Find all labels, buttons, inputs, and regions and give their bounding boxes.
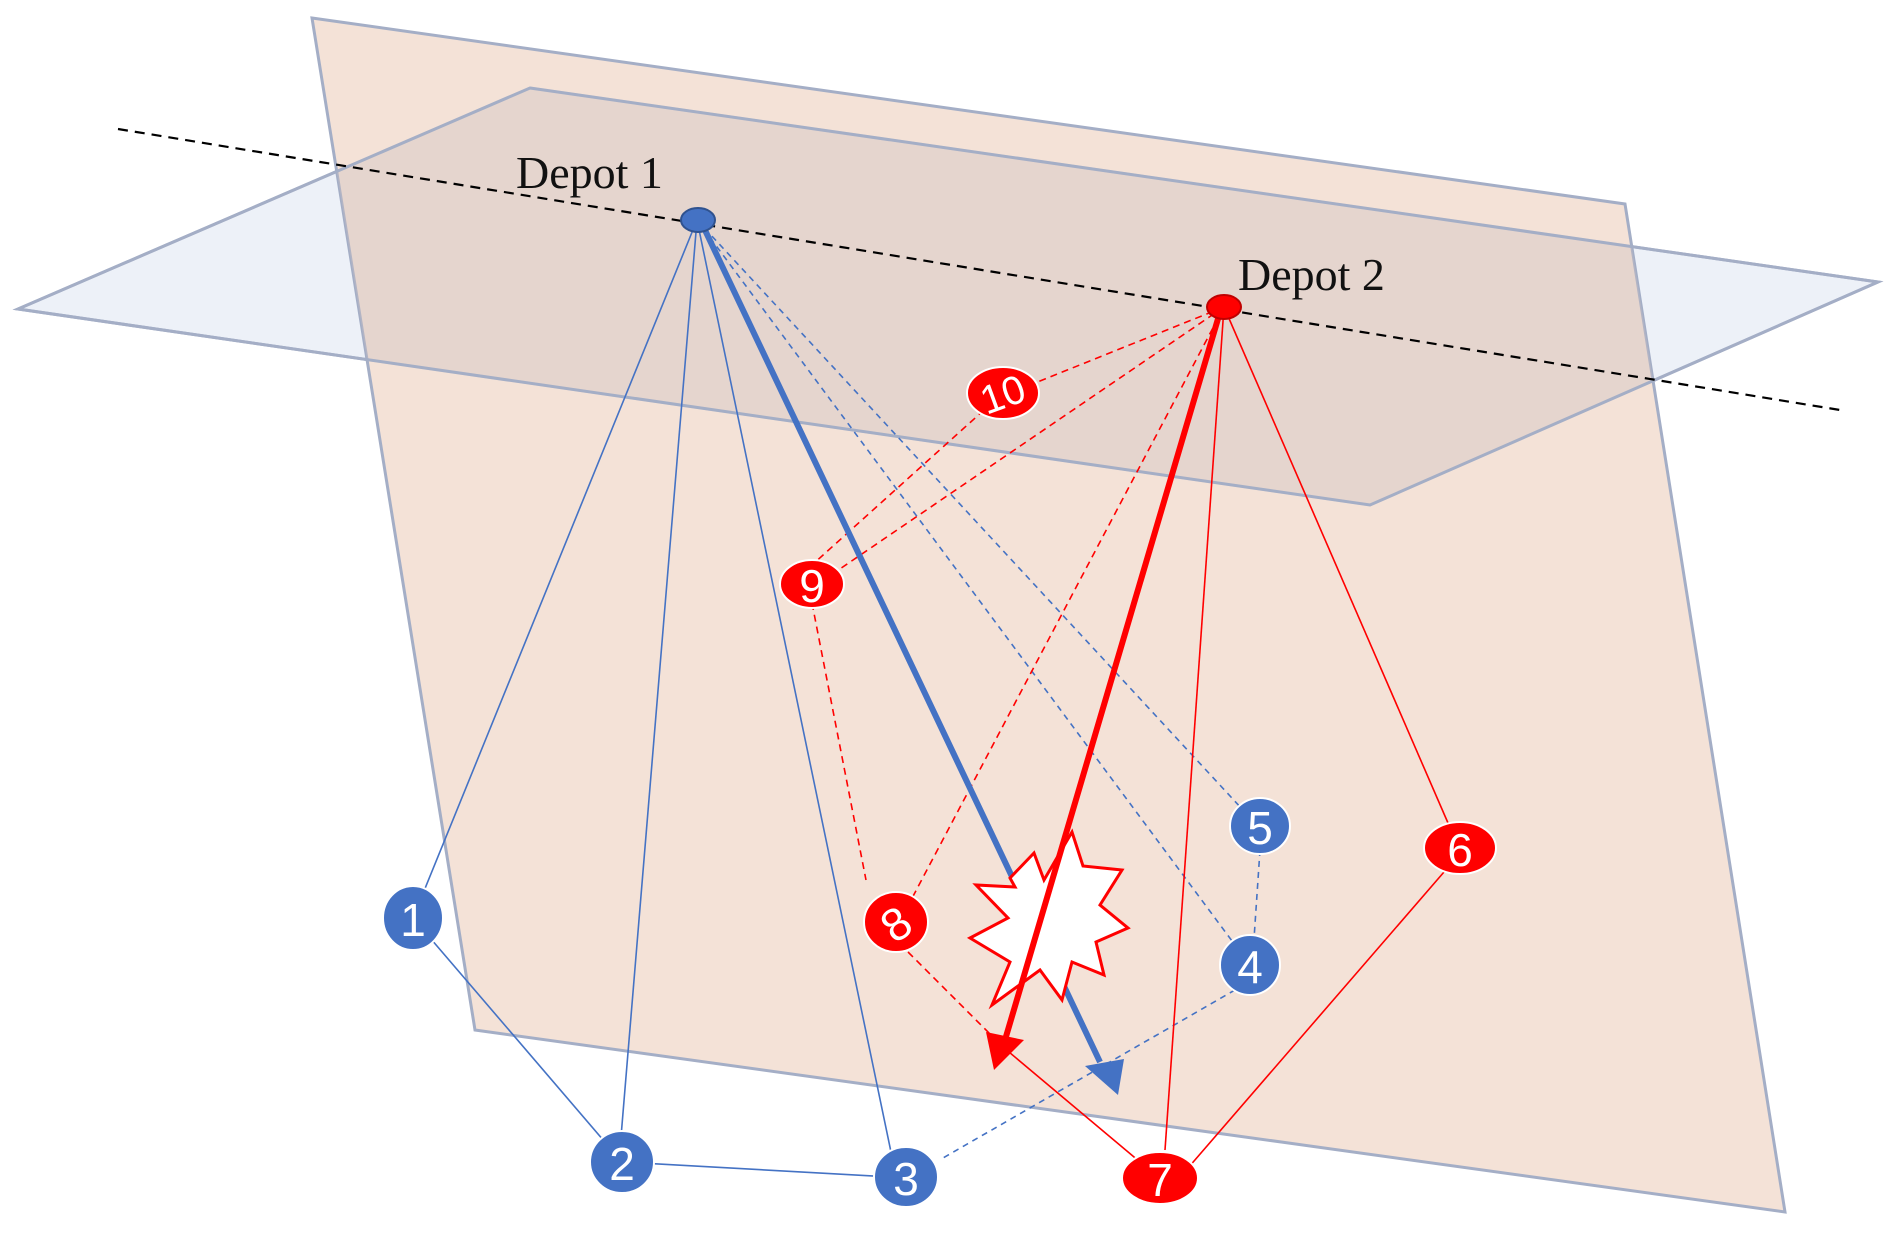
depot-2-label: Depot 2 — [1238, 249, 1385, 300]
route-5-to-4 — [1253, 849, 1261, 940]
route-depot2-to-9 — [833, 306, 1225, 574]
route-depot2-to-7 — [1164, 306, 1225, 1151]
blue-dashed-route — [696, 219, 1261, 1159]
customer-nodes: 1 2 3 4 5 6 7 8 — [382, 366, 1497, 1208]
customer-2: 2 — [589, 1130, 655, 1194]
route-depot1-to-2 — [620, 219, 698, 1138]
route-depot2-to-6 — [1223, 306, 1449, 824]
customer-6-label: 6 — [1447, 824, 1473, 876]
vertical-plane — [310, 16, 1787, 1214]
route-depot2-to-8 — [909, 306, 1225, 903]
blue-solid-route — [412, 219, 892, 1178]
route-depot1-to-4 — [696, 219, 1236, 946]
customer-10: 10 — [966, 366, 1040, 423]
plane-intersection-line — [117, 127, 1841, 412]
customer-1-label: 1 — [400, 894, 426, 946]
red-direction-arrow — [986, 311, 1223, 1070]
red-dashed-route — [811, 306, 1225, 1048]
route-depot1-to-5 — [696, 219, 1244, 811]
route-7-to-arrow — [1002, 1046, 1141, 1163]
customer-7: 7 — [1121, 1151, 1199, 1206]
customer-3-label: 3 — [893, 1153, 919, 1205]
route-depot2-to-10 — [1029, 306, 1225, 386]
depot-1: Depot 1 — [516, 147, 716, 233]
route-1-to-2 — [412, 917, 623, 1163]
customer-7-label: 7 — [1147, 1154, 1173, 1206]
depot-2: Depot 2 — [1206, 249, 1385, 320]
collision-burst-icon — [966, 828, 1131, 1010]
red-solid-route — [1002, 306, 1449, 1169]
route-6-to-7 — [1187, 871, 1445, 1169]
depot-2-marker — [1206, 294, 1242, 320]
route-4-to-3 — [942, 989, 1236, 1159]
customer-4-label: 4 — [1237, 941, 1263, 993]
route-depot1-to-1 — [412, 219, 698, 919]
customer-8: 8 — [863, 891, 929, 953]
depot-1-marker — [680, 207, 716, 233]
route-8-to-arrow — [907, 951, 1004, 1048]
customer-6: 6 — [1423, 821, 1497, 876]
customer-9: 9 — [779, 559, 845, 612]
depot-1-label: Depot 1 — [516, 147, 663, 198]
route-2-to-3 — [621, 1161, 892, 1178]
customer-4: 4 — [1219, 934, 1281, 996]
customer-9-label: 9 — [799, 560, 825, 612]
customer-5-label: 5 — [1247, 802, 1273, 854]
customer-3: 3 — [873, 1146, 939, 1208]
customer-5: 5 — [1229, 797, 1291, 855]
route-depot1-to-3 — [696, 219, 892, 1153]
customer-1: 1 — [382, 885, 444, 951]
customer-2-label: 2 — [609, 1138, 635, 1190]
route-10-to-9 — [811, 409, 985, 566]
horizontal-plane-border — [12, 86, 1884, 507]
plane-overlap — [312, 88, 1785, 505]
